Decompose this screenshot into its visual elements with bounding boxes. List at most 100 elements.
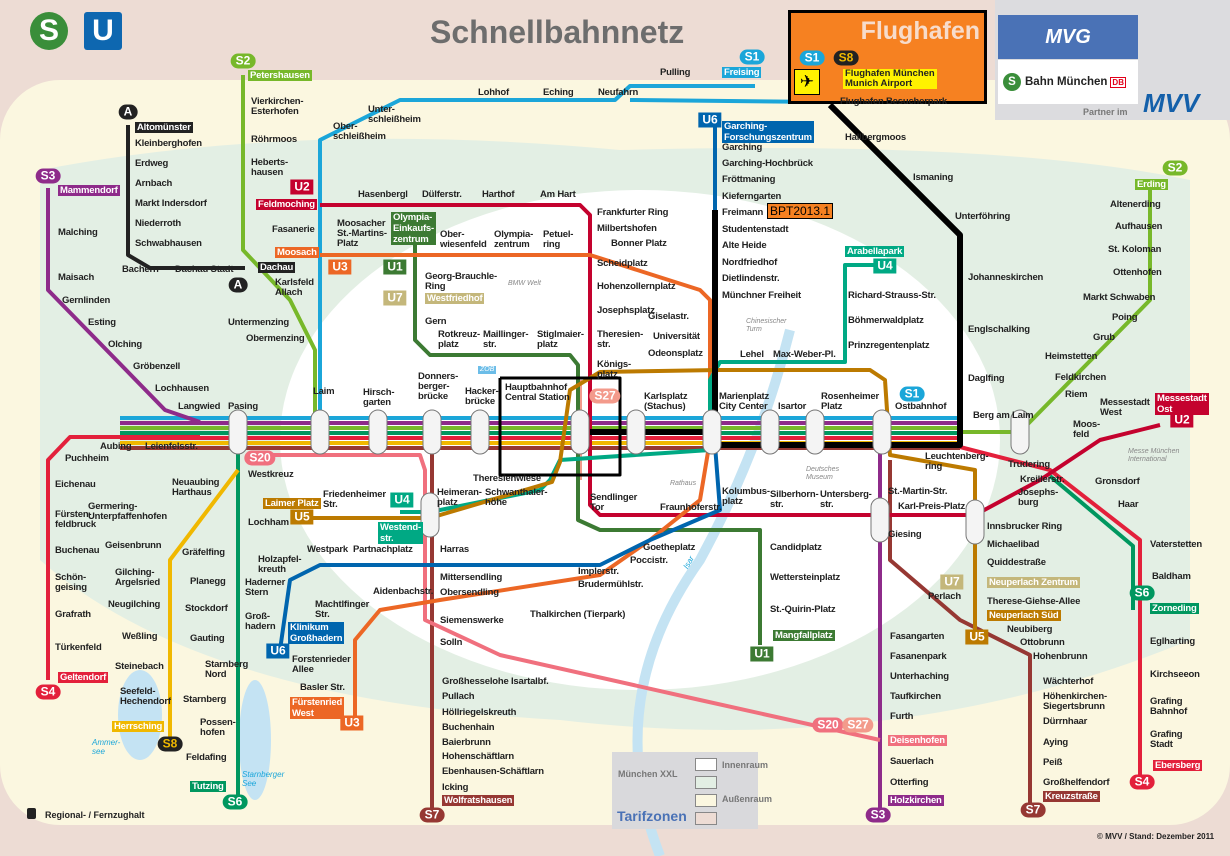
station-fuerstenried[interactable]: Fürstenried West — [290, 697, 345, 719]
station-untersberg[interactable]: Untersberg- str. — [820, 489, 872, 510]
station-innsbrucker-ring[interactable]: Innsbrucker Ring — [987, 521, 1062, 532]
station-wolfratshausen[interactable]: Wolfratshausen — [442, 795, 515, 806]
station-hoehenkirchen[interactable]: Höhenkirchen- Siegertsbrunn — [1043, 691, 1107, 712]
station-rotkreuzplatz[interactable]: Rotkreuz- platz — [438, 329, 481, 350]
station-aufhausen[interactable]: Aufhausen — [1115, 221, 1163, 232]
line-badge-s20[interactable]: S20 — [244, 450, 276, 466]
station-unterfoehring[interactable]: Unterföhring — [955, 211, 1011, 222]
station-duerrnhaar[interactable]: Dürrnhaar — [1043, 716, 1088, 727]
line-badge-s2[interactable]: S2 — [1162, 160, 1188, 176]
station-holzapfelkreuth[interactable]: Holzapfel- kreuth — [258, 554, 302, 575]
station-fuerstenfeldbruck[interactable]: Fürsten- feldbruck — [55, 509, 96, 530]
station-starnberg[interactable]: Starnberg — [183, 694, 227, 705]
station-geisenbrunn[interactable]: Geisenbrunn — [105, 540, 162, 551]
station-poccistr[interactable]: Poccistr. — [630, 555, 668, 566]
station-fasangarten[interactable]: Fasangarten — [890, 631, 945, 642]
station-starnberg-nord[interactable]: Starnberg Nord — [205, 659, 249, 680]
station-harthof[interactable]: Harthof — [482, 189, 515, 200]
station-therese-giehse[interactable]: Therese-Giehse-Allee — [987, 596, 1081, 607]
station-feldafing[interactable]: Feldafing — [186, 752, 227, 763]
station-theresienwiese[interactable]: Theresienwiese — [473, 473, 541, 484]
station-mammendorf[interactable]: Mammendorf — [58, 185, 120, 196]
station-nordfriedhof[interactable]: Nordfriedhof — [722, 257, 778, 268]
station-maisach[interactable]: Maisach — [58, 272, 95, 283]
line-badge-u3[interactable]: U3 — [340, 715, 364, 731]
station-graefelfing[interactable]: Gräfelfing — [182, 547, 225, 558]
station-roehrmoos[interactable]: Röhrmoos — [251, 134, 297, 145]
station-altomuenster[interactable]: Altomünster — [135, 122, 193, 133]
station-trudering[interactable]: Trudering — [1008, 459, 1051, 470]
station-grosshesselohe[interactable]: Großhesselohe Isartalbf. — [442, 676, 549, 687]
station-lochhausen[interactable]: Lochhausen — [155, 383, 209, 394]
station-buchenhain[interactable]: Buchenhain — [442, 722, 495, 733]
station-aubing[interactable]: Aubing — [100, 441, 132, 452]
station-haar[interactable]: Haar — [1118, 499, 1139, 510]
station-hoellriegels[interactable]: Höllriegelskreuth — [442, 707, 517, 718]
station-neuperlach-sued[interactable]: Neuperlach Süd — [987, 610, 1061, 621]
station-am-hart[interactable]: Am Hart — [540, 189, 576, 200]
station-gronsdorf[interactable]: Gronsdorf — [1095, 476, 1140, 487]
line-badge-s1[interactable]: S1 — [739, 49, 765, 65]
station-westendstr[interactable]: Westend- str. — [378, 522, 423, 544]
station-westpark[interactable]: Westpark — [307, 544, 348, 555]
station-hallbergmoos[interactable]: Hallbergmoos — [845, 132, 906, 143]
station-olympia-einkauf[interactable]: Olympia- Einkaufs- zentrum — [391, 212, 436, 245]
station-studentenstadt[interactable]: Studentenstadt — [722, 224, 789, 235]
station-westkreuz[interactable]: Westkreuz — [248, 469, 294, 480]
station-oberschleissheim[interactable]: Ober- schleißheim — [333, 121, 386, 142]
station-untermenzing[interactable]: Untermenzing — [228, 317, 289, 328]
station-scheidplatz[interactable]: Scheidplatz — [597, 258, 648, 269]
station-petershausen[interactable]: Petershausen — [248, 70, 312, 81]
line-badge-s8[interactable]: S8 — [833, 50, 859, 66]
station-theresienstr[interactable]: Theresien- str. — [597, 329, 644, 350]
station-neufahrn[interactable]: Neufahrn — [598, 87, 639, 98]
station-steinebach[interactable]: Steinebach — [115, 661, 164, 672]
line-badge-s6[interactable]: S6 — [1129, 585, 1155, 601]
station-esting[interactable]: Esting — [88, 317, 116, 328]
station-goetheplatz[interactable]: Goetheplatz — [643, 542, 696, 553]
station-baldham[interactable]: Baldham — [1152, 571, 1191, 582]
station-heimstetten[interactable]: Heimstetten — [1045, 351, 1098, 362]
station-garching[interactable]: Garching — [722, 142, 763, 153]
station-boehmerwald[interactable]: Böhmerwaldplatz — [848, 315, 924, 326]
station-grafrath[interactable]: Grafrath — [55, 609, 91, 620]
station-kieferngarten[interactable]: Kieferngarten — [722, 191, 782, 202]
station-langwied[interactable]: Langwied — [178, 401, 221, 412]
station-furth[interactable]: Furth — [890, 711, 914, 722]
station-grafing-bahnhof[interactable]: Grafing Bahnhof — [1150, 696, 1188, 717]
station-englschalking[interactable]: Englschalking — [968, 324, 1030, 335]
station-st-quirin[interactable]: St.-Quirin-Platz — [770, 604, 836, 615]
station-pulling[interactable]: Pulling — [660, 67, 691, 78]
station-thalkirchen[interactable]: Thalkirchen (Tierpark) — [530, 609, 626, 620]
station-candidplatz[interactable]: Candidplatz — [770, 542, 822, 553]
station-bonner-platz[interactable]: Bonner Platz — [611, 238, 667, 249]
line-badge-u6[interactable]: U6 — [698, 112, 722, 128]
station-kreuzstrasse[interactable]: Kreuzstraße — [1043, 791, 1100, 802]
station-michaelibad[interactable]: Michaelibad — [987, 539, 1040, 550]
station-germering[interactable]: Germering- Unterpfaffenhofen — [88, 501, 167, 522]
station-kirchseeon[interactable]: Kirchseeon — [1150, 669, 1200, 680]
station-neugilching[interactable]: Neugilching — [108, 599, 161, 610]
station-leuchtenberg[interactable]: Leuchtenberg- ring — [925, 451, 989, 472]
station-karlsfeld[interactable]: Karlsfeld Allach — [275, 277, 314, 298]
station-fasanenpark[interactable]: Fasanenpark — [890, 651, 947, 662]
line-badge-s7[interactable]: S7 — [419, 807, 445, 823]
station-erdweg[interactable]: Erdweg — [135, 158, 169, 169]
station-friedenheimer[interactable]: Friedenheimer Str. — [323, 489, 386, 510]
station-hbf[interactable]: Hauptbahnhof Central Station — [505, 382, 570, 403]
station-otterfing[interactable]: Otterfing — [890, 777, 929, 788]
station-stiglmaier[interactable]: Stiglmaier- platz — [537, 329, 584, 350]
line-badge-u7[interactable]: U7 — [940, 574, 964, 590]
station-schoengeising[interactable]: Schön- geising — [55, 572, 87, 593]
station-hohenzollernplatz[interactable]: Hohenzollernplatz — [597, 281, 676, 292]
station-basler[interactable]: Basler Str. — [300, 682, 345, 693]
station-josephsburg[interactable]: Josephs- burg — [1018, 487, 1059, 508]
line-badge-s3[interactable]: S3 — [35, 168, 61, 184]
station-kolumbusplatz[interactable]: Kolumbus- platz — [722, 486, 770, 507]
station-universitaet[interactable]: Universität — [653, 331, 700, 342]
station-josephsplatz[interactable]: Josephsplatz — [597, 305, 655, 316]
line-badge-s8[interactable]: S8 — [157, 736, 183, 752]
station-hasenbergl[interactable]: Hasenbergl — [358, 189, 408, 200]
station-hackerbruecke[interactable]: Hacker- brücke — [465, 386, 499, 407]
station-koenigsplatz[interactable]: Königs- platz — [597, 359, 631, 380]
